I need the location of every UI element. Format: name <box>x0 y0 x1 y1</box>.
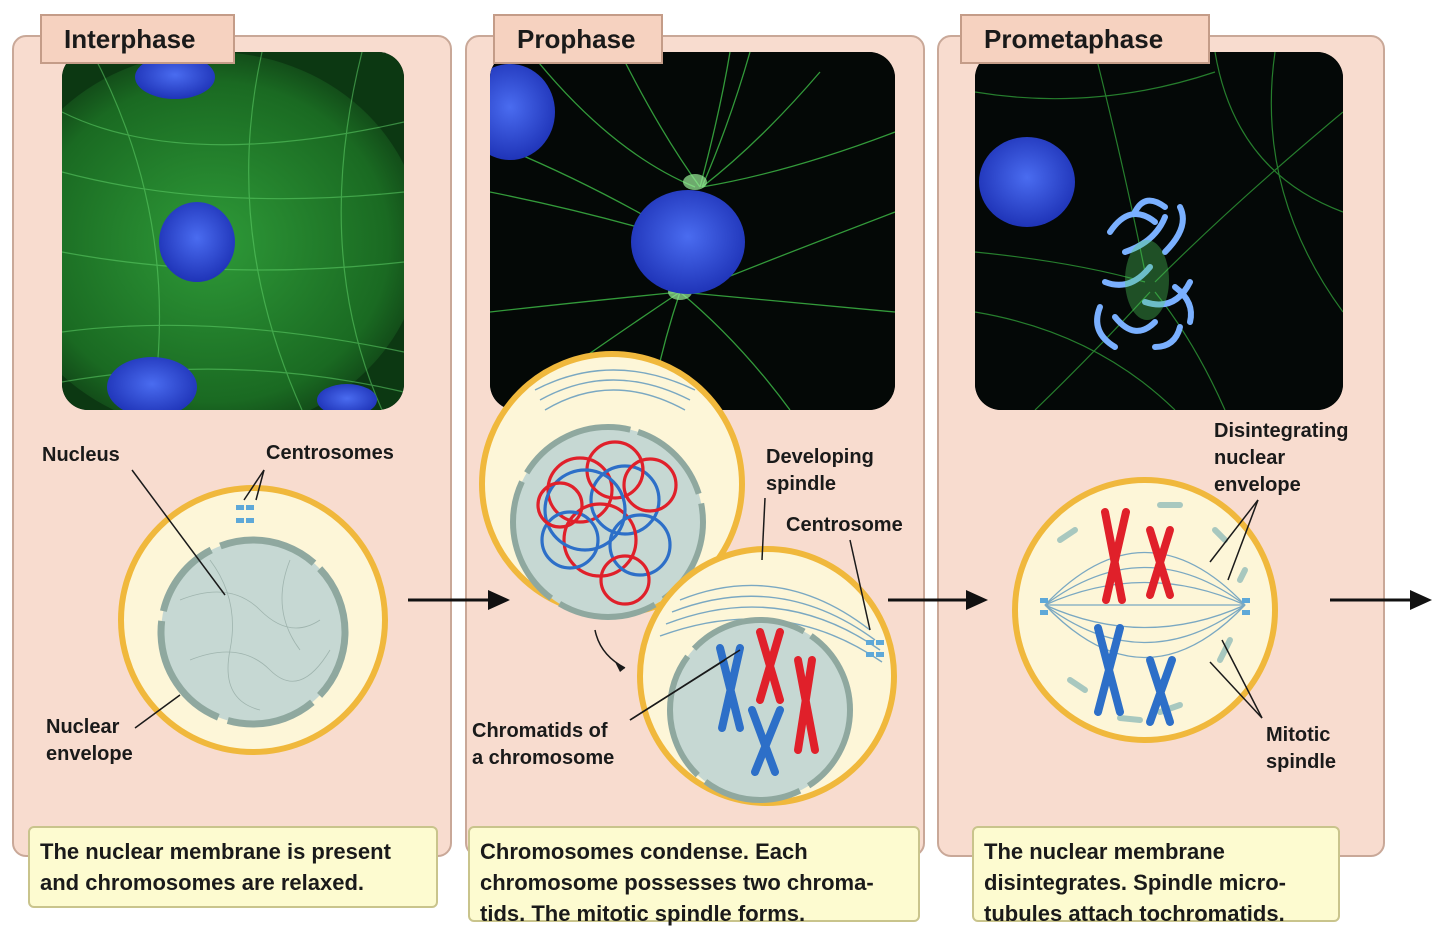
prometaphase-micrograph <box>975 52 1343 410</box>
interphase-cell <box>118 469 388 755</box>
prophase-caption: Chromosomes condense. Each chromosome po… <box>468 826 920 926</box>
interphase-caption-line2: and chromosomes are relaxed. <box>40 870 365 895</box>
nuclear-envelope-line2: envelope <box>46 743 133 765</box>
disintegrating-line1: Disintegrating <box>1214 420 1349 442</box>
chromatids-line1: Chromatids of <box>472 720 608 742</box>
prophase-caption-line2: chromosome possesses two chroma- <box>480 870 874 895</box>
prophase-caption-line3: tids. The mitotic spindle forms. <box>480 901 806 926</box>
centrosome-label: Centrosome <box>786 514 903 536</box>
developing-spindle-line1: Developing <box>766 446 874 468</box>
nuclear-envelope-line1: Nuclear <box>46 716 120 738</box>
prometaphase-caption-line2: disintegrates. Spindle micro- <box>984 870 1286 895</box>
disintegrating-envelope-label: Disintegrating nuclear envelope <box>1214 418 1348 499</box>
prophase-early-cell <box>479 351 745 672</box>
prophase-micrograph <box>490 52 895 410</box>
mitotic-spindle-label: Mitotic spindle <box>1266 722 1336 776</box>
prometaphase-caption-line3: tubules attach tochromatids. <box>984 901 1285 926</box>
chromatids-line2: a chromosome <box>472 747 615 769</box>
nuclear-envelope-label: Nuclear envelope <box>46 714 133 768</box>
developing-spindle-line2: spindle <box>766 473 837 495</box>
prophase-caption-line1: Chromosomes condense. Each <box>480 839 808 864</box>
disintegrating-line2: nuclear <box>1214 447 1286 469</box>
disintegrating-line3: envelope <box>1214 474 1301 496</box>
nucleus-label: Nucleus <box>42 444 120 466</box>
prometaphase-caption-line1: The nuclear membrane <box>984 839 1225 864</box>
arrow-prometaphase-to-next <box>1330 590 1432 610</box>
mitotic-spindle-line2: spindle <box>1266 751 1337 773</box>
arrow-interphase-to-prophase <box>408 590 510 610</box>
chromatids-label: Chromatids of a chromosome <box>472 718 614 772</box>
prophase-title: Prophase <box>493 14 663 64</box>
prometaphase-cell <box>1012 477 1278 743</box>
prometaphase-title: Prometaphase <box>960 14 1210 64</box>
prophase-late-cell <box>629 497 897 806</box>
interphase-title: Interphase <box>40 14 235 64</box>
prometaphase-caption: The nuclear membrane disintegrates. Spin… <box>972 826 1340 926</box>
mitotic-spindle-line1: Mitotic <box>1266 724 1331 746</box>
developing-spindle-label: Developing spindle <box>766 444 874 498</box>
interphase-caption: The nuclear membrane is present and chro… <box>28 826 438 908</box>
centrosomes-label: Centrosomes <box>266 442 394 464</box>
arrow-prophase-to-prometaphase <box>888 590 988 610</box>
interphase-caption-line1: The nuclear membrane is present <box>40 839 391 864</box>
interphase-micrograph <box>62 52 404 410</box>
